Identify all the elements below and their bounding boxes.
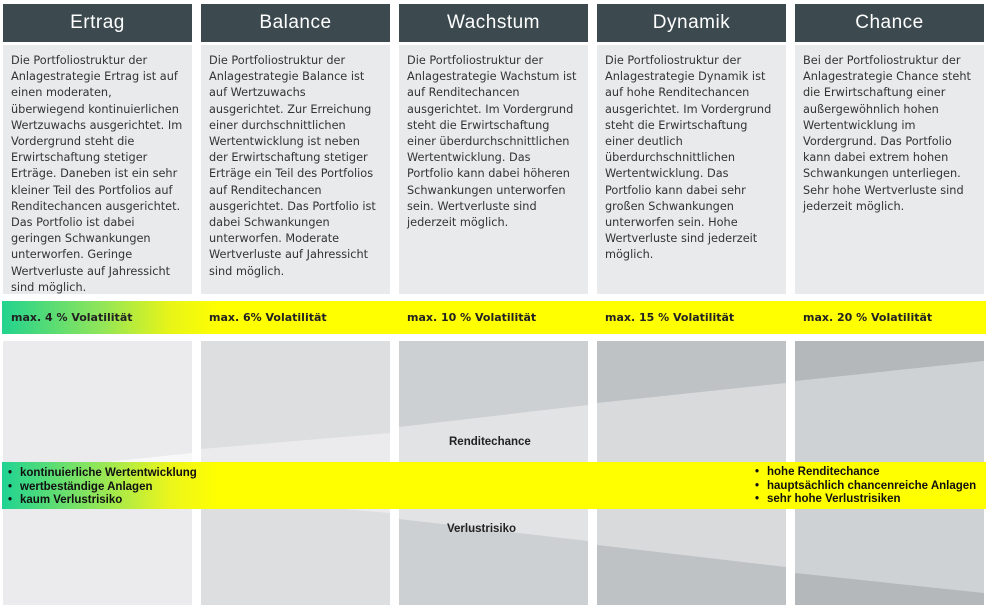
right-bullet-item: hauptsächlich chancenreiche Anlagen (755, 480, 976, 494)
volatility-ertrag: max. 4 % Volatilität (11, 311, 133, 324)
volatility-chance: max. 20 % Volatilität (803, 311, 933, 324)
left-bullet-list: kontinuierliche Wertentwicklung wertbest… (8, 467, 197, 508)
volatility-dynamik: max. 15 % Volatilität (605, 311, 735, 324)
volatility-band (2, 301, 986, 334)
header-balance: Balance (201, 4, 390, 42)
right-bullet-item: sehr hohe Verlustrisiken (755, 493, 976, 507)
description-ertrag: Die Portfoliostruktur der Anlagestrategi… (3, 45, 192, 294)
label-renditechance: Renditechance (449, 436, 531, 448)
right-bullet-list: hohe Renditechance hauptsächlich chancen… (755, 466, 976, 507)
header-dynamik: Dynamik (597, 4, 786, 42)
header-wachstum: Wachstum (399, 4, 588, 42)
description-wachstum: Die Portfoliostruktur der Anlagestrategi… (399, 45, 588, 294)
volatility-balance: max. 6% Volatilität (209, 311, 327, 324)
description-dynamik: Die Portfoliostruktur der Anlagestrategi… (597, 45, 786, 294)
header-chance: Chance (795, 4, 984, 42)
header-ertrag: Ertrag (3, 4, 192, 42)
left-bullet-item: kaum Verlustrisiko (8, 494, 197, 508)
description-chance: Bei der Portfoliostruktur der Anlagestra… (795, 45, 984, 294)
description-balance: Die Portfoliostruktur der Anlagestrategi… (201, 45, 390, 294)
label-verlustrisiko: Verlustrisiko (447, 523, 517, 535)
right-bullet-item: hohe Renditechance (755, 466, 976, 480)
left-bullet-item: wertbeständige Anlagen (8, 481, 197, 495)
volatility-wachstum: max. 10 % Volatilität (407, 311, 537, 324)
left-bullet-item: kontinuierliche Wertentwicklung (8, 467, 197, 481)
